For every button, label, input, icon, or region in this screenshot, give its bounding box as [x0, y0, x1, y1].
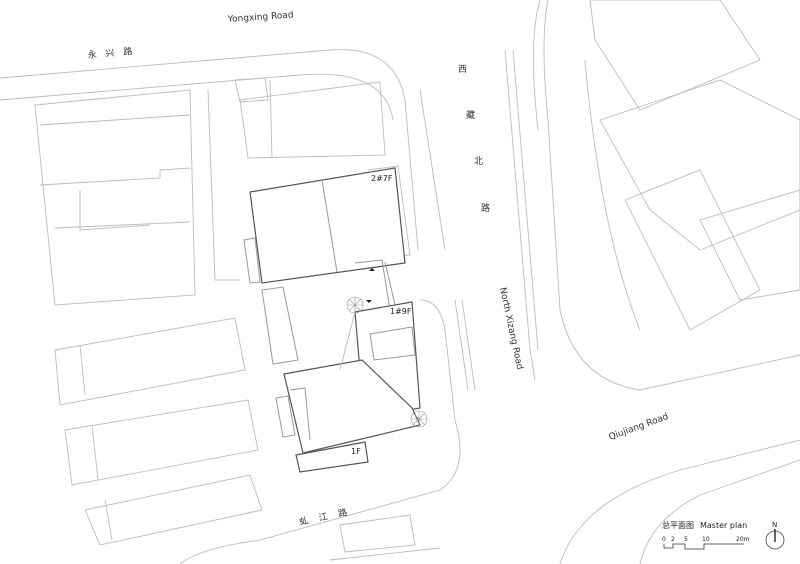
yongxing-road-en: Yongxing Road [227, 10, 294, 25]
qiujiang-road-en: Qiujiang Road [608, 412, 670, 443]
north-label: N [772, 521, 777, 529]
yongxing-road-cn: 永 兴 路 [87, 45, 136, 61]
xizang-road-cn-4: 路 [481, 202, 490, 214]
scale-tick-label: 10 [702, 536, 710, 543]
scale-tick-label: 2 [671, 536, 675, 543]
scale-bar: 0 2 5 10 20m [662, 536, 750, 550]
building-1f-label: 1F [351, 447, 361, 456]
xizang-road-cn-3: 北 [474, 156, 483, 167]
tree-icon [346, 296, 364, 314]
surrounding-buildings-west [34, 77, 441, 561]
xizang-road-en: North Xizang Road [497, 287, 524, 371]
scale-tick-label: 5 [684, 536, 688, 543]
north-arrow-icon: N [765, 521, 785, 550]
xizang-road-cn-2: 藏 [466, 109, 475, 121]
legend-title-en: Master plan [700, 521, 747, 530]
building-2-label: 2#7F [371, 174, 393, 183]
entrance-arrow-icon [369, 268, 375, 271]
building-1-label: 1#9F [390, 307, 412, 316]
tree-icon [410, 410, 428, 428]
entrance-arrow-icon [366, 300, 372, 303]
project-buildings[interactable] [243, 165, 428, 473]
legend-title-cn: 总平面图 [662, 520, 694, 530]
scale-tick-label: 0 [662, 536, 666, 543]
xizang-road-cn-1: 西 [458, 64, 467, 75]
legend: 总平面图 Master plan 0 2 5 10 20m N [662, 520, 785, 550]
scale-tick-label: 20m [736, 536, 750, 543]
surrounding-buildings-east [584, 0, 800, 331]
